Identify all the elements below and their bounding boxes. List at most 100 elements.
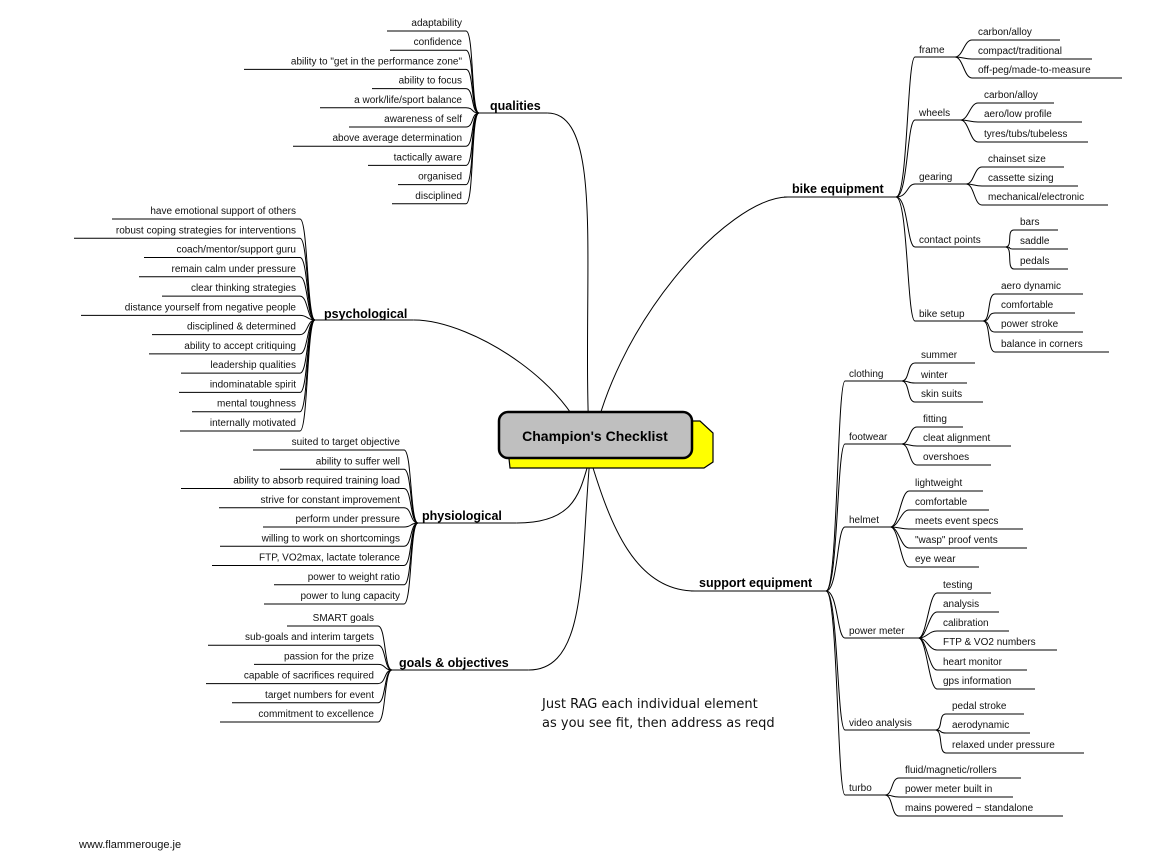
goals-objectives-item[interactable]: commitment to excellence — [258, 709, 374, 720]
goals-objectives-item[interactable]: sub-goals and interim targets — [245, 632, 374, 643]
helmet-item[interactable]: comfortable — [915, 497, 968, 508]
psychological-item[interactable]: clear thinking strategies — [191, 283, 296, 294]
footwear-item[interactable]: cleat alignment — [923, 433, 990, 444]
qualities-item[interactable]: disciplined — [415, 191, 462, 202]
power-meter-item[interactable]: analysis — [943, 599, 979, 610]
power-meter-item[interactable]: heart monitor — [943, 657, 1003, 668]
bike-setup-item[interactable]: power stroke — [1001, 319, 1059, 330]
branch-bike-equipment[interactable]: bike equipment — [792, 182, 885, 196]
goals-objectives-leaf-connector — [377, 625, 393, 671]
turbo-item[interactable]: power meter built in — [905, 784, 992, 795]
footwear-item[interactable]: overshoes — [923, 452, 969, 463]
frame-item[interactable]: compact/traditional — [978, 46, 1062, 57]
goals-objectives-leaf-connector — [377, 669, 393, 723]
qualities-item[interactable]: confidence — [414, 37, 463, 48]
wheels-connector — [895, 119, 916, 198]
physiological-item[interactable]: strive for constant improvement — [261, 495, 401, 506]
frame-item[interactable]: carbon/alloy — [978, 27, 1032, 38]
helmet-item[interactable]: eye wear — [915, 554, 956, 565]
subtopic-footwear[interactable]: footwear — [849, 432, 888, 443]
subtopic-clothing[interactable]: clothing — [849, 369, 883, 380]
psychological-item[interactable]: robust coping strategies for interventio… — [116, 225, 296, 236]
psychological-item[interactable]: have emotional support of others — [150, 206, 296, 217]
clothing-item[interactable]: skin suits — [921, 389, 962, 400]
physiological-item[interactable]: suited to target objective — [292, 437, 401, 448]
goals-objectives-item[interactable]: capable of sacrifices required — [244, 671, 374, 682]
qualities-item[interactable]: tactically aware — [394, 152, 463, 163]
video-analysis-item[interactable]: aerodynamic — [952, 720, 1009, 731]
qualities-item[interactable]: ability to focus — [399, 76, 462, 87]
subtopic-turbo[interactable]: turbo — [849, 783, 872, 794]
subtopic-helmet[interactable]: helmet — [849, 515, 879, 526]
subtopic-bike-setup[interactable]: bike setup — [919, 309, 965, 320]
contact-points-item[interactable]: saddle — [1020, 236, 1050, 247]
goals-objectives-item[interactable]: passion for the prize — [284, 651, 374, 662]
psychological-item[interactable]: disciplined & determined — [187, 322, 296, 333]
turbo-item[interactable]: mains powered ~ standalone — [905, 803, 1034, 814]
subtopic-video-analysis[interactable]: video analysis — [849, 718, 912, 729]
branch-physiological[interactable]: physiological — [422, 509, 502, 523]
gearing-item[interactable]: chainset size — [988, 154, 1046, 165]
contact-points-item[interactable]: bars — [1020, 217, 1039, 228]
branch-support-equipment[interactable]: support equipment — [699, 576, 813, 590]
power-meter-item[interactable]: FTP & VO2 numbers — [943, 637, 1036, 648]
psychological-item[interactable]: coach/mentor/support guru — [176, 245, 296, 256]
physiological-item[interactable]: ability to suffer well — [316, 456, 400, 467]
gearing-item[interactable]: mechanical/electronic — [988, 192, 1084, 203]
physiological-item[interactable]: willing to work on shortcomings — [261, 533, 400, 544]
footer-url[interactable]: www.flammerouge.je — [78, 839, 181, 851]
psychological-item[interactable]: distance yourself from negative people — [125, 302, 297, 313]
video-analysis-item[interactable]: relaxed under pressure — [952, 740, 1055, 751]
qualities-leaf-connector — [465, 68, 480, 114]
psychological-item[interactable]: internally motivated — [210, 418, 296, 429]
power-meter-item[interactable]: calibration — [943, 618, 989, 629]
qualities-item[interactable]: adaptability — [411, 18, 462, 29]
qualities-item[interactable]: ability to "get in the performance zone" — [291, 56, 463, 67]
qualities-item[interactable]: a work/life/sport balance — [354, 95, 462, 106]
physiological-item[interactable]: power to lung capacity — [300, 591, 400, 602]
clothing-item[interactable]: summer — [921, 350, 958, 361]
wheels-item[interactable]: carbon/alloy — [984, 90, 1038, 101]
psychological-item[interactable]: remain calm under pressure — [172, 264, 297, 275]
branch-qualities[interactable]: qualities — [490, 99, 541, 113]
subtopic-power-meter[interactable]: power meter — [849, 626, 905, 637]
physiological-item[interactable]: perform under pressure — [296, 514, 401, 525]
subtopic-contact-points[interactable]: contact points — [919, 235, 981, 246]
turbo-item[interactable]: fluid/magnetic/rollers — [905, 765, 997, 776]
qualities-item[interactable]: awareness of self — [384, 114, 462, 125]
psychological-item[interactable]: ability to accept critiquing — [184, 341, 296, 352]
subtopic-frame[interactable]: frame — [919, 45, 945, 56]
wheels-leaf-connector — [960, 119, 979, 143]
physiological-item[interactable]: power to weight ratio — [308, 572, 401, 583]
branch-goals-objectives[interactable]: goals & objectives — [399, 656, 509, 670]
qualities-item[interactable]: organised — [418, 172, 462, 183]
physiological-item[interactable]: ability to absorb required training load — [233, 476, 400, 487]
subtopic-gearing[interactable]: gearing — [919, 172, 952, 183]
qualities-item[interactable]: above average determination — [332, 133, 462, 144]
psychological-item[interactable]: indominatable spirit — [210, 379, 296, 390]
wheels-item[interactable]: aero/low profile — [984, 109, 1052, 120]
central-topic[interactable]: Champion's Checklist — [497, 410, 714, 469]
footwear-item[interactable]: fitting — [923, 414, 947, 425]
bike-setup-item[interactable]: balance in corners — [1001, 339, 1083, 350]
wheels-item[interactable]: tyres/tubs/tubeless — [984, 129, 1067, 140]
power-meter-item[interactable]: testing — [943, 580, 972, 591]
bike-setup-item[interactable]: aero dynamic — [1001, 281, 1061, 292]
helmet-item[interactable]: "wasp" proof vents — [915, 535, 998, 546]
video-analysis-item[interactable]: pedal stroke — [952, 701, 1007, 712]
power-meter-item[interactable]: gps information — [943, 676, 1011, 687]
physiological-item[interactable]: FTP, VO2max, lactate tolerance — [259, 553, 400, 564]
psychological-item[interactable]: mental toughness — [217, 399, 296, 410]
subtopic-wheels[interactable]: wheels — [918, 108, 950, 119]
contact-points-item[interactable]: pedals — [1020, 256, 1049, 267]
bike-setup-item[interactable]: comfortable — [1001, 300, 1054, 311]
gearing-item[interactable]: cassette sizing — [988, 173, 1054, 184]
helmet-item[interactable]: lightweight — [915, 478, 962, 489]
clothing-item[interactable]: winter — [920, 370, 948, 381]
branch-psychological[interactable]: psychological — [324, 307, 407, 321]
goals-objectives-item[interactable]: target numbers for event — [265, 690, 374, 701]
frame-item[interactable]: off-peg/made-to-measure — [978, 65, 1091, 76]
goals-objectives-item[interactable]: SMART goals — [313, 613, 374, 624]
helmet-item[interactable]: meets event specs — [915, 516, 998, 527]
psychological-item[interactable]: leadership qualities — [210, 360, 296, 371]
